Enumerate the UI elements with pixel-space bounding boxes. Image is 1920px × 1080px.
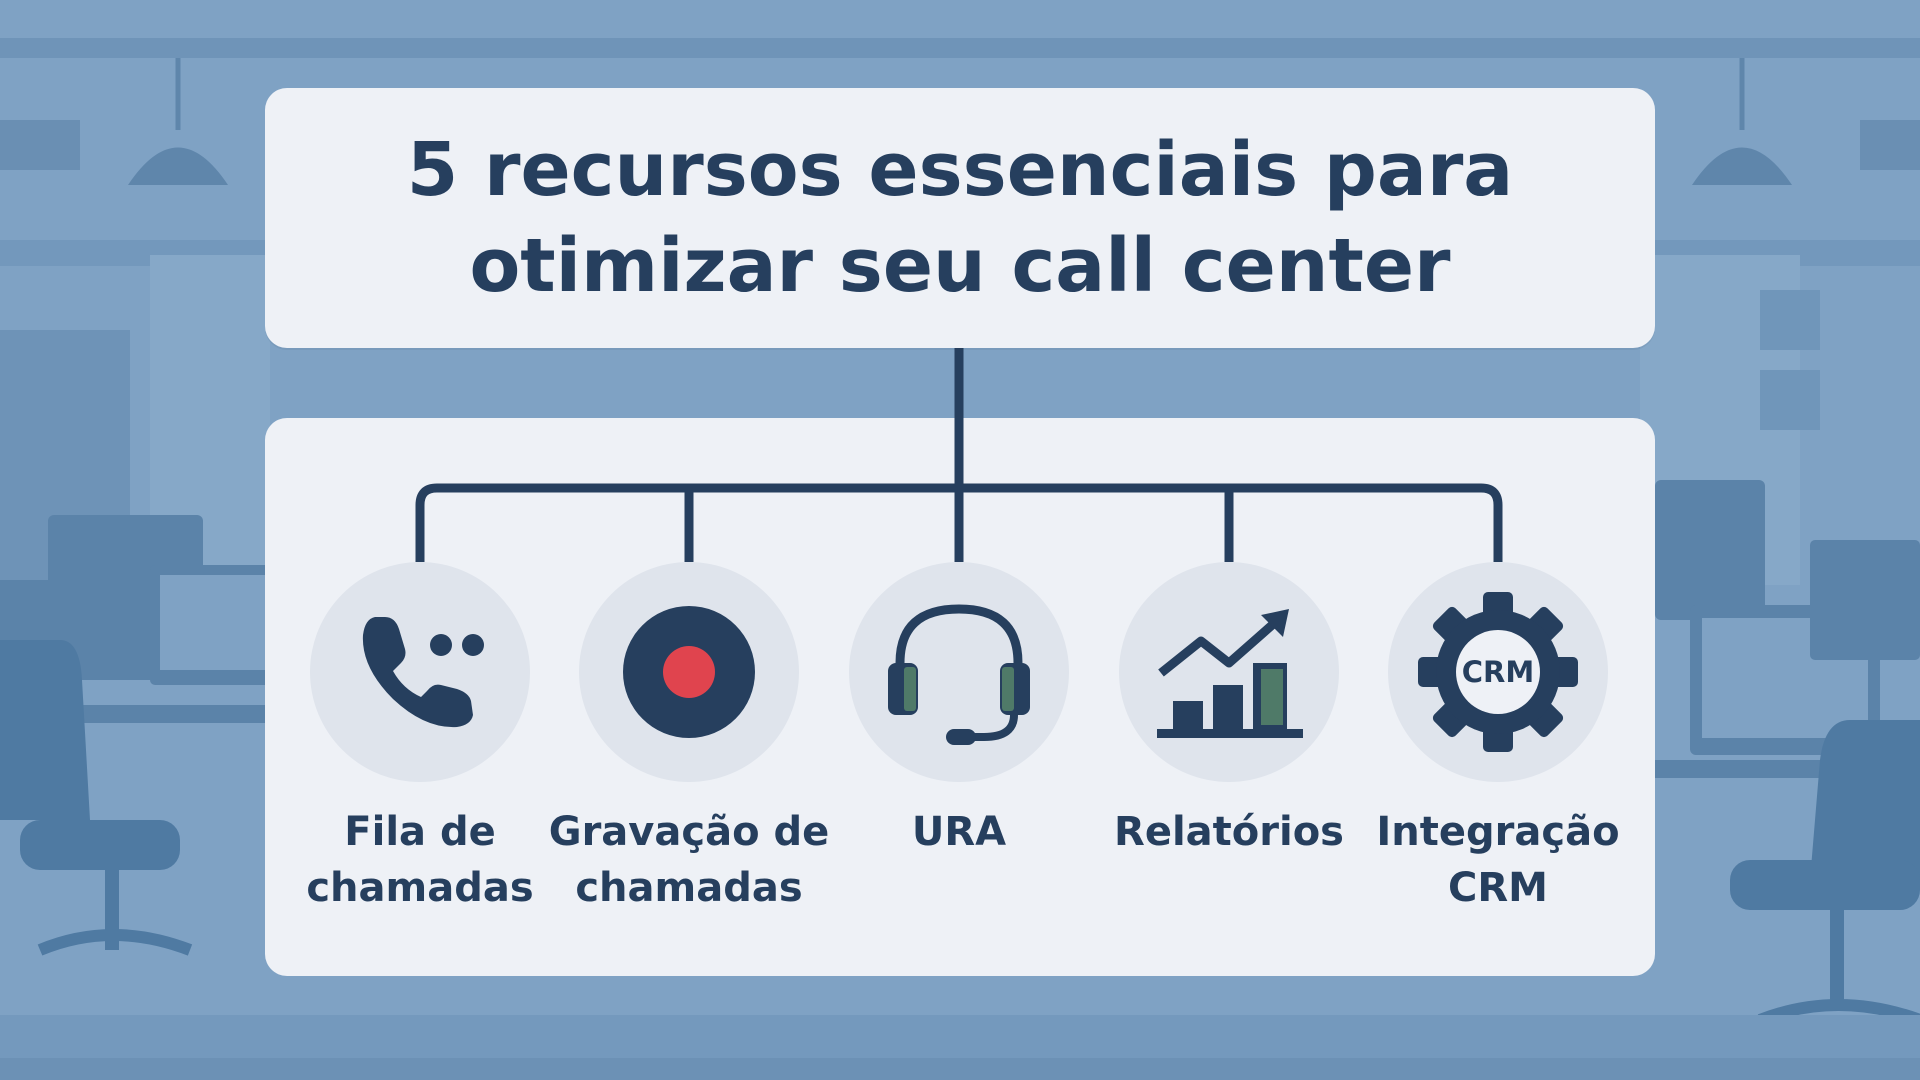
feature-icon-circle xyxy=(579,562,799,782)
feature-label: URA xyxy=(911,809,1007,855)
title-line-2: otimizar seu call center xyxy=(469,223,1451,309)
feature-label: Integração CRM xyxy=(1376,809,1620,911)
title-card: 5 recursos essenciais para otimizar seu … xyxy=(265,88,1655,348)
feature-icon-circle: CRM xyxy=(1388,562,1608,782)
feature-call-queue: Fila de chamadas xyxy=(285,562,555,916)
feature-label: Relatórios xyxy=(1114,809,1344,855)
diagram-title: 5 recursos essenciais para otimizar seu … xyxy=(407,122,1514,314)
feature-label: Gravação de chamadas xyxy=(548,809,830,911)
feature-crm-integration: CRM Integração CRM xyxy=(1363,562,1633,916)
feature-icon-circle xyxy=(310,562,530,782)
record-icon xyxy=(623,606,755,738)
phone-queue-icon xyxy=(362,617,484,728)
feature-label: Fila de chamadas xyxy=(306,809,534,911)
feature-icon-circle xyxy=(1119,562,1339,782)
headset-icon xyxy=(888,604,1030,745)
crm-gear-icon: CRM xyxy=(1418,592,1578,752)
title-line-1: 5 recursos essenciais para xyxy=(406,127,1514,213)
feature-call-recording: Gravação de chamadas xyxy=(549,562,829,916)
feature-icon-circle xyxy=(849,562,1069,782)
feature-reports: Relatórios xyxy=(1094,562,1364,860)
crm-icon-text: CRM xyxy=(1462,655,1534,689)
bar-chart-trend-icon xyxy=(1157,609,1303,738)
feature-ivr: URA xyxy=(824,562,1094,860)
